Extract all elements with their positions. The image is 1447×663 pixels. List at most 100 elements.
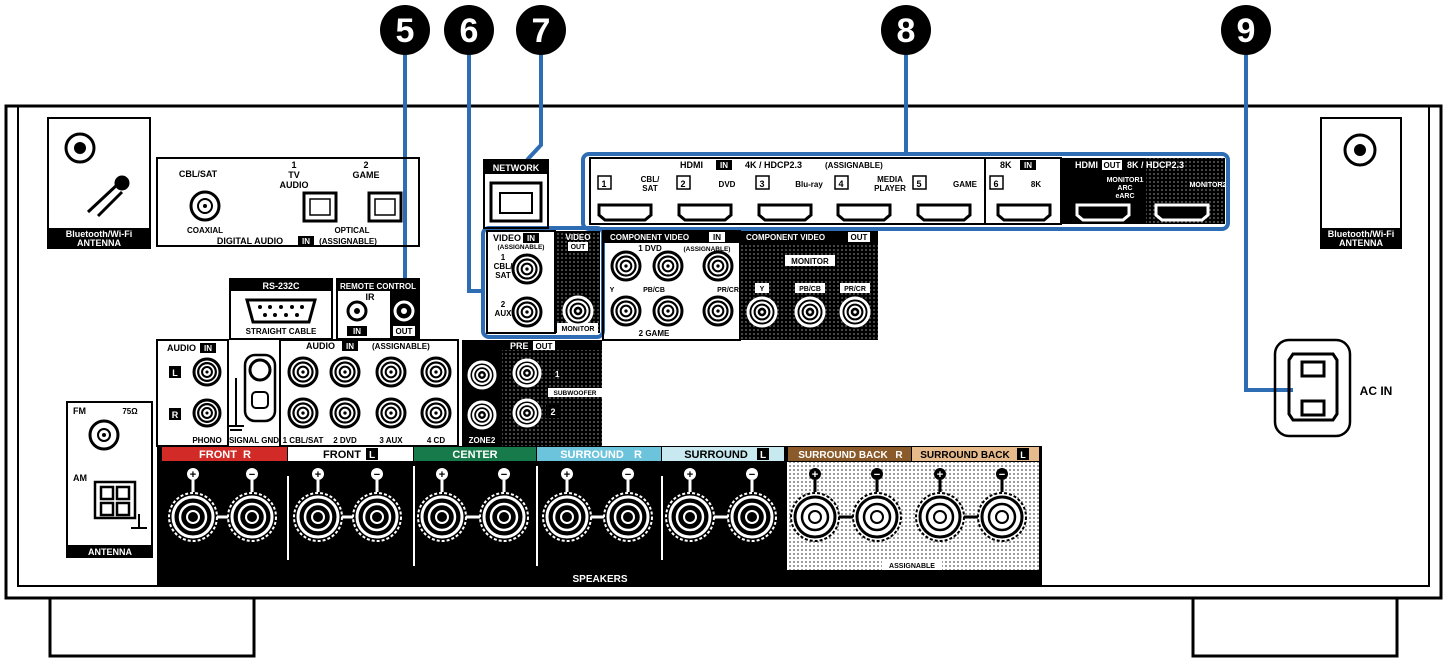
component-out-y-jack (746, 296, 778, 328)
video-out-monitor-jack (562, 295, 594, 327)
hdmi-out-monitor1-port (1075, 203, 1131, 222)
svg-text:IN: IN (353, 327, 361, 336)
svg-text:MONITOR2: MONITOR2 (1190, 182, 1227, 189)
plus-sign: + (812, 469, 818, 481)
ground-icon (228, 378, 244, 431)
svg-text:SAT: SAT (495, 271, 511, 280)
am-ground-icon (131, 514, 147, 529)
svg-text:PR/CR: PR/CR (717, 287, 739, 294)
hdmi-in-port-5: 5 GAME (912, 175, 978, 222)
bt-antenna-left: Bluetooth/Wi-Fi ANTENNA (47, 117, 151, 249)
svg-text:6: 6 (460, 12, 479, 50)
am-antenna-terminal (93, 480, 137, 520)
component-in-jack-1 (610, 250, 642, 282)
video-in-1-jack (511, 253, 543, 285)
svg-text:ANTENNA: ANTENNA (1339, 238, 1383, 248)
hdmi-in-port-3: 3 Blu-ray (755, 175, 823, 222)
svg-text:IN: IN (302, 237, 310, 246)
svg-text:MONITOR1: MONITOR1 (1107, 177, 1144, 184)
svg-text:MEDIA: MEDIA (877, 175, 903, 184)
rs232c-section: RS-232C STRAIGHT CABLE (229, 278, 333, 340)
svg-text:Bluetooth/Wi-Fi: Bluetooth/Wi-Fi (66, 229, 132, 239)
plus-sign: + (564, 469, 570, 481)
minus-sign: − (249, 469, 255, 481)
svg-text:SURROUND BACK: SURROUND BACK (920, 450, 1010, 461)
lan-port (489, 181, 543, 223)
svg-text:IN: IN (204, 344, 212, 353)
minus-sign: − (999, 469, 1005, 481)
hdmi-in-port-4: 4 MEDIA PLAYER (834, 175, 906, 222)
svg-text:6: 6 (993, 179, 998, 189)
callout-7: 7 (516, 5, 566, 55)
phono-r-jack (192, 398, 222, 428)
minus-sign: − (874, 469, 880, 481)
svg-text:Y: Y (760, 286, 765, 293)
svg-text:OPTICAL: OPTICAL (334, 226, 369, 235)
svg-text:(ASSIGNABLE): (ASSIGNABLE) (684, 246, 731, 253)
svg-text:AC IN: AC IN (1360, 384, 1393, 398)
svg-text:R: R (634, 449, 642, 461)
callout-6: 6 (444, 5, 494, 55)
hdmi-8k-section: 8K IN 6 8K (984, 157, 1062, 225)
speaker-terminal-pair-3: +− (417, 468, 529, 542)
svg-text:PB/CB: PB/CB (643, 287, 665, 294)
svg-text:MONITOR: MONITOR (791, 257, 829, 266)
svg-text:1: 1 (501, 253, 506, 262)
svg-text:PRE: PRE (510, 341, 529, 351)
svg-text:FM: FM (73, 406, 86, 416)
svg-text:2: 2 (363, 160, 368, 170)
svg-text:eARC: eARC (1115, 193, 1134, 200)
svg-text:FRONT: FRONT (323, 449, 361, 461)
svg-text:HDMI: HDMI (1075, 160, 1098, 170)
component-in-jack-4 (610, 295, 642, 327)
remote-control-section: REMOTE CONTROL IR IN OUT (336, 278, 420, 340)
svg-text:OUT: OUT (571, 244, 587, 251)
svg-text:FRONT: FRONT (199, 449, 237, 461)
component-in-jack-5 (652, 295, 684, 327)
svg-text:OUT: OUT (851, 233, 868, 242)
svg-text:CENTER: CENTER (452, 449, 497, 461)
svg-text:IR: IR (366, 292, 376, 302)
svg-text:R: R (172, 410, 179, 420)
channel-center: CENTER (414, 447, 536, 461)
plus-sign: + (687, 469, 693, 481)
callout-badges: 5 6 7 8 9 (380, 5, 1271, 55)
svg-text:SIGNAL GND: SIGNAL GND (229, 436, 279, 445)
svg-text:3 AUX: 3 AUX (379, 436, 403, 445)
svg-text:VIDEO: VIDEO (493, 233, 521, 243)
svg-text:COMPONENT VIDEO: COMPONENT VIDEO (610, 233, 689, 242)
svg-text:5: 5 (916, 179, 921, 189)
svg-text:SUBWOOFER: SUBWOOFER (554, 390, 597, 397)
svg-text:GAME: GAME (953, 180, 978, 189)
audio-phono-section: AUDIO IN L R PHONO (156, 339, 229, 447)
svg-text:PB/CB: PB/CB (799, 286, 821, 293)
ac-inlet (1273, 338, 1352, 438)
svg-text:IN: IN (346, 342, 354, 351)
svg-text:SAT: SAT (642, 184, 658, 193)
audio-in-r-jack-4 (420, 397, 452, 429)
speaker-terminal-pair-6: +− (790, 468, 902, 542)
svg-text:ANTENNA: ANTENNA (88, 547, 132, 557)
speaker-terminal-pair-7: +− (915, 468, 1027, 542)
svg-text:ZONE2: ZONE2 (469, 436, 496, 445)
svg-text:RS-232C: RS-232C (262, 281, 300, 291)
speaker-terminals: +−+−+−+−+−+−+− (168, 468, 1027, 542)
fm-antenna-jack (88, 419, 120, 451)
svg-text:SURROUND: SURROUND (684, 449, 748, 461)
signal-gnd: SIGNAL GND (228, 353, 279, 445)
svg-text:AUDIO: AUDIO (306, 341, 335, 351)
svg-text:1 CBL/SAT: 1 CBL/SAT (283, 436, 324, 445)
channel-front-r: FRONT R (162, 447, 287, 461)
svg-text:PLAYER: PLAYER (874, 184, 906, 193)
audio-in-l-jack-3 (375, 356, 407, 388)
component-in-jack-3 (702, 250, 734, 282)
svg-text:2: 2 (550, 407, 555, 417)
optical-jack-1 (302, 191, 338, 223)
svg-text:COAXIAL: COAXIAL (187, 226, 223, 235)
svg-text:R: R (243, 449, 251, 461)
component-in-jack-2 (652, 250, 684, 282)
